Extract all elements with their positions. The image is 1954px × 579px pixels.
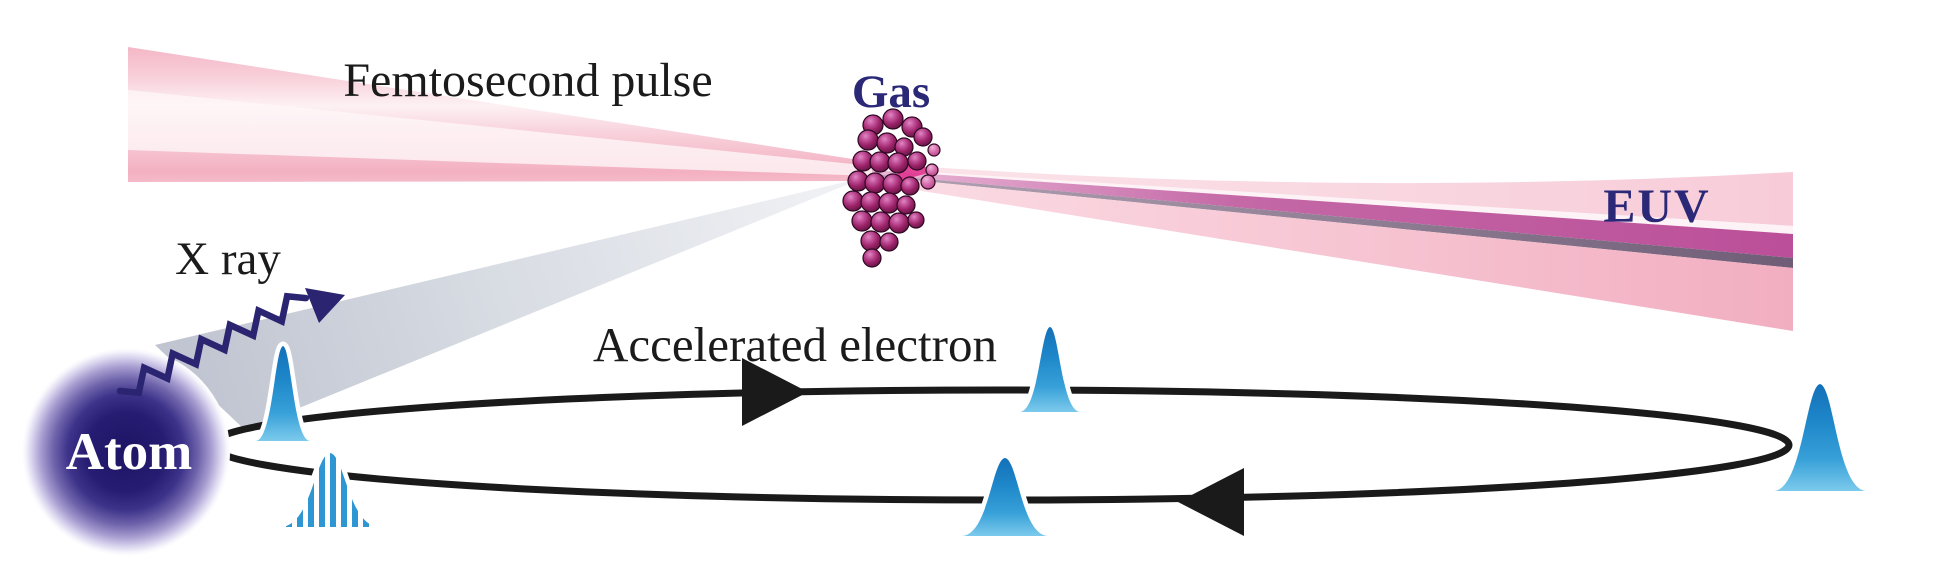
euv-beam-dark-stripe (872, 174, 1793, 268)
euv-beam-upper (872, 163, 1793, 226)
gas-cluster (842, 108, 941, 268)
gas-atom-sphere (864, 172, 886, 194)
gas-atom-sphere (927, 143, 941, 157)
gas-atom-sphere (925, 163, 939, 177)
gas-atom-sphere (860, 191, 882, 213)
gas-atom-sphere (907, 211, 925, 229)
electron-pulse-striped (279, 448, 381, 532)
xray-wave-icon (116, 292, 310, 397)
gas-atom-sphere (862, 248, 882, 268)
gas-atom-sphere (876, 132, 898, 154)
gas-atom-sphere (882, 108, 904, 130)
electron-pulse-3 (960, 453, 1050, 541)
gas-atom-sphere (907, 151, 927, 171)
femtosecond-beam-core (128, 90, 872, 176)
gas-atom-sphere (878, 192, 900, 214)
label-accelerated-electron: Accelerated electron (593, 317, 997, 372)
orbit-arrow-right-icon (742, 358, 808, 426)
label-xray: X ray (175, 233, 281, 285)
gas-atom-sphere (887, 152, 909, 174)
xray-arrowhead-icon (305, 288, 345, 323)
label-femtosecond-pulse: Femtosecond pulse (343, 54, 712, 107)
gas-atom-sphere (882, 173, 904, 195)
label-atom: Atom (66, 423, 193, 481)
euv-beam-lower (872, 176, 1793, 331)
gas-atom-sphere (879, 232, 899, 252)
label-euv: EUV (1603, 180, 1710, 233)
atom-sphere (22, 348, 230, 556)
label-gas: Gas (852, 66, 930, 118)
gas-atom-sphere (900, 176, 920, 196)
gas-atom-sphere (851, 210, 873, 232)
electron-pulse-4 (1772, 379, 1868, 496)
gas-atom-sphere (860, 230, 882, 252)
gas-atom-sphere (888, 212, 910, 234)
gas-atom-sphere (869, 151, 891, 173)
gas-atom-sphere (913, 127, 933, 147)
gas-atom-sphere (857, 129, 879, 151)
euv-beam-white-stripe (872, 168, 1793, 234)
electron-pulse-2 (1018, 322, 1082, 417)
gas-atom-sphere (870, 211, 892, 233)
gas-atom-sphere (842, 190, 864, 212)
euv-beam-magenta-stripe (872, 170, 1793, 258)
gas-atom-sphere (920, 174, 936, 190)
orbit-arrow-left-icon (1178, 468, 1244, 536)
electron-pulse-1 (253, 341, 313, 446)
zoom-wedge (155, 177, 866, 430)
gas-atom-sphere (896, 195, 916, 215)
